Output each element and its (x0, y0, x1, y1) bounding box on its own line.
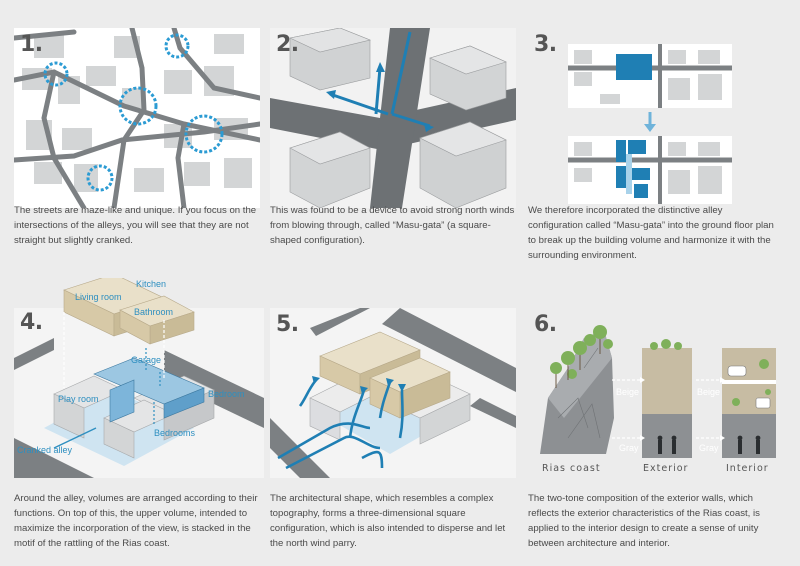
label-bedroom: Bedroom (208, 389, 245, 399)
street-map-illustration (14, 28, 260, 208)
panel-number: 6. (534, 312, 557, 337)
panel-1-street-map: 1. (14, 28, 260, 208)
label-bedrooms: Bedrooms (154, 428, 196, 438)
wind-dispersal-axonometric (270, 308, 516, 478)
label-play-room: Play room (58, 394, 99, 404)
ground-floor-plan-diagram (528, 28, 774, 208)
label-beige-exterior: Beige (616, 387, 640, 397)
label-gray-interior: Gray (699, 443, 719, 453)
panel-3-caption: We therefore incorporated the distinctiv… (528, 205, 774, 261)
exploded-axonometric (14, 278, 264, 478)
label-interior: Interior (726, 463, 769, 474)
label-rias-coast: Rias coast (542, 463, 601, 474)
label-cranked-alley: Cranked alley (17, 445, 73, 455)
panel-number: 4. (20, 310, 43, 335)
label-bathroom: Bathroom (134, 307, 174, 317)
panel-number: 3. (534, 32, 557, 57)
two-tone-comparison (528, 308, 778, 468)
panel-3-plan-diagram: 3. (528, 28, 774, 208)
label-kitchen: Kitchen (136, 279, 167, 289)
panel-number: 5. (276, 312, 299, 337)
label-garage: Garage (131, 355, 162, 365)
panel-5-caption: The architectural shape, which resembles… (270, 493, 506, 549)
label-gray-exterior: Gray (619, 443, 639, 453)
label-exterior: Exterior (643, 463, 689, 474)
masu-gata-axonometric (270, 28, 516, 208)
label-living-room: Living room (75, 292, 122, 302)
panel-4-caption: Around the alley, volumes are arranged a… (14, 493, 258, 549)
panel-2-masu-gata: 2. (270, 28, 516, 208)
panel-6-two-tone: Beige Beige Gray Gray Rias coast Exterio… (528, 308, 778, 488)
panel-number: 1. (20, 32, 43, 57)
panel-6-caption: The two-tone composition of the exterior… (528, 493, 760, 549)
label-beige-interior: Beige (697, 387, 721, 397)
panel-2-caption: This was found to be a device to avoid s… (270, 205, 515, 246)
panel-4-volume-diagram: Living room Kitchen Bathroom Garage Play… (14, 278, 264, 478)
panel-5-wind-diagram: 5. (270, 308, 516, 478)
panel-1-caption: The streets are maze-like and unique. If… (14, 205, 257, 246)
panel-number: 2. (276, 32, 299, 57)
